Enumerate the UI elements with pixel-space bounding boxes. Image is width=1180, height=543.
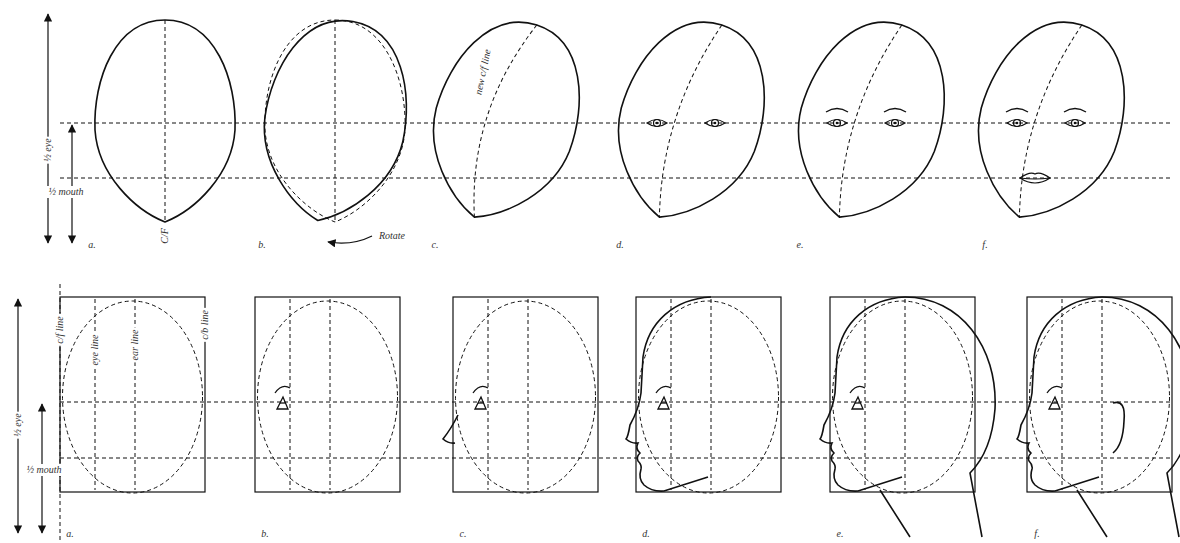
line-label: c/b line: [199, 308, 211, 342]
line-label: new c/f line: [472, 46, 494, 98]
step-letter: d.: [640, 528, 652, 540]
step-letter: b.: [259, 528, 271, 540]
center-front-label: C/F: [159, 226, 171, 246]
step-letter: a.: [86, 239, 98, 251]
dimension-label: ½ mouth: [47, 186, 86, 198]
step-letter: e.: [795, 239, 806, 251]
step-letter: e.: [835, 528, 846, 540]
dimension-label: ½ eye: [12, 411, 24, 438]
dimension-label: ½ eye: [42, 136, 54, 163]
dimension-label: ½ mouth: [25, 464, 64, 476]
step-letter: f.: [980, 239, 989, 251]
step-letter: a.: [64, 528, 76, 540]
step-letter: d.: [614, 239, 626, 251]
line-label: eye line: [89, 333, 101, 368]
line-label: ear line: [129, 328, 141, 363]
step-letter: b.: [256, 239, 268, 251]
step-letter: c.: [458, 528, 469, 540]
rotate-label: Rotate: [377, 230, 407, 242]
line-label: c/f line: [54, 314, 66, 346]
step-letter: c.: [430, 239, 441, 251]
step-letter: f.: [1032, 528, 1041, 540]
